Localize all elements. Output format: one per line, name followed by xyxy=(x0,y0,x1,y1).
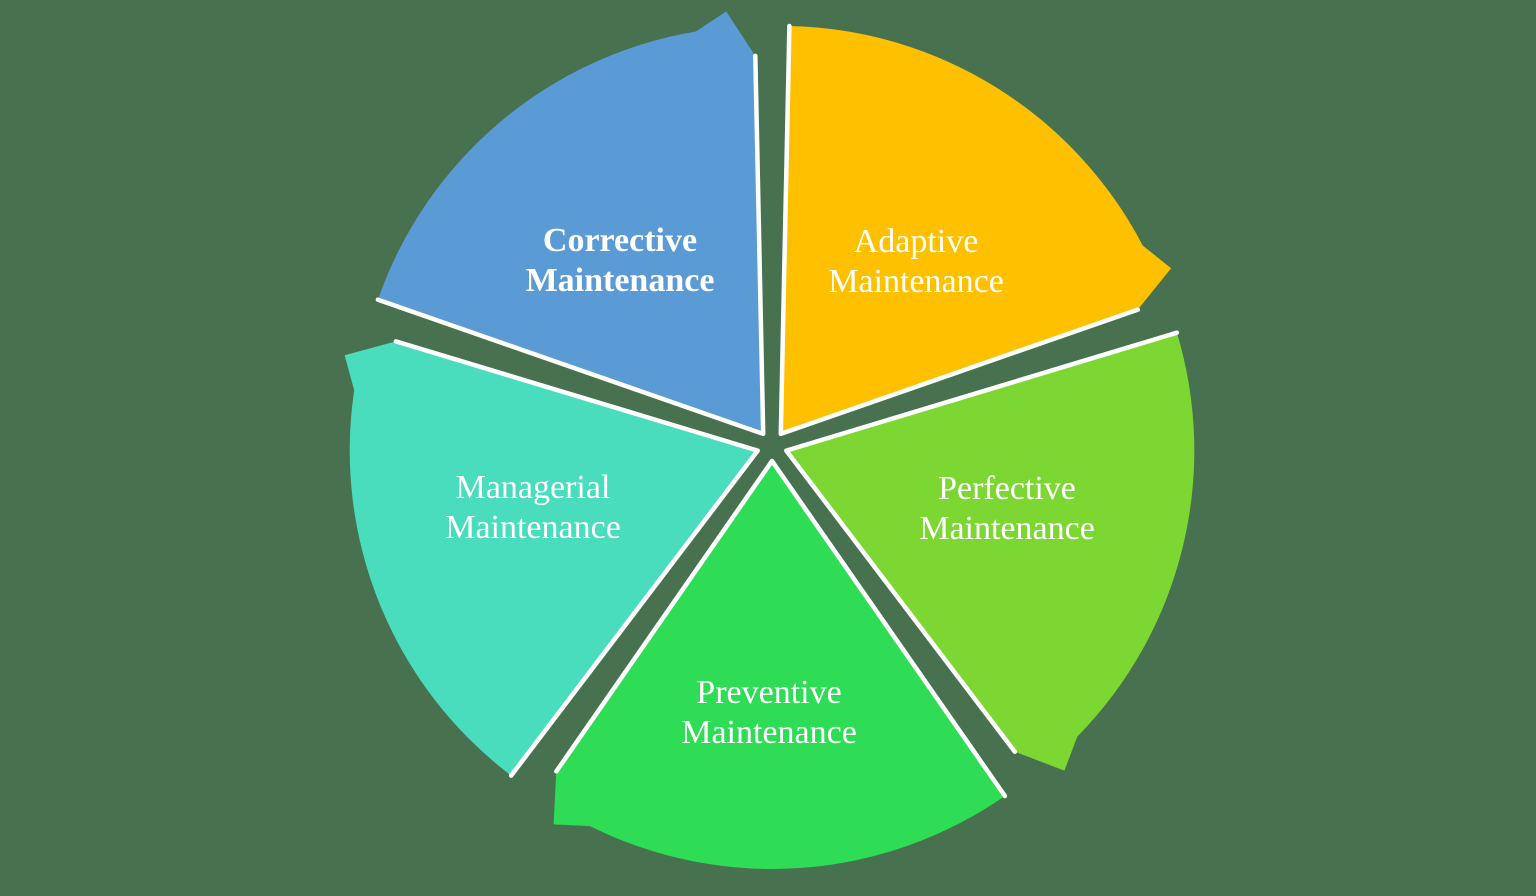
segment-preventive xyxy=(553,461,1005,869)
segment-separator-corrective xyxy=(375,53,766,437)
segment-separator-perfective xyxy=(784,330,1180,754)
segment-separator-managerial xyxy=(393,339,760,778)
segment-managerial xyxy=(344,341,758,776)
segment-perfective xyxy=(786,332,1195,771)
segment-corrective xyxy=(377,11,764,434)
segment-separator-adaptive xyxy=(778,23,1141,437)
segment-separator-preventive xyxy=(554,458,1008,799)
